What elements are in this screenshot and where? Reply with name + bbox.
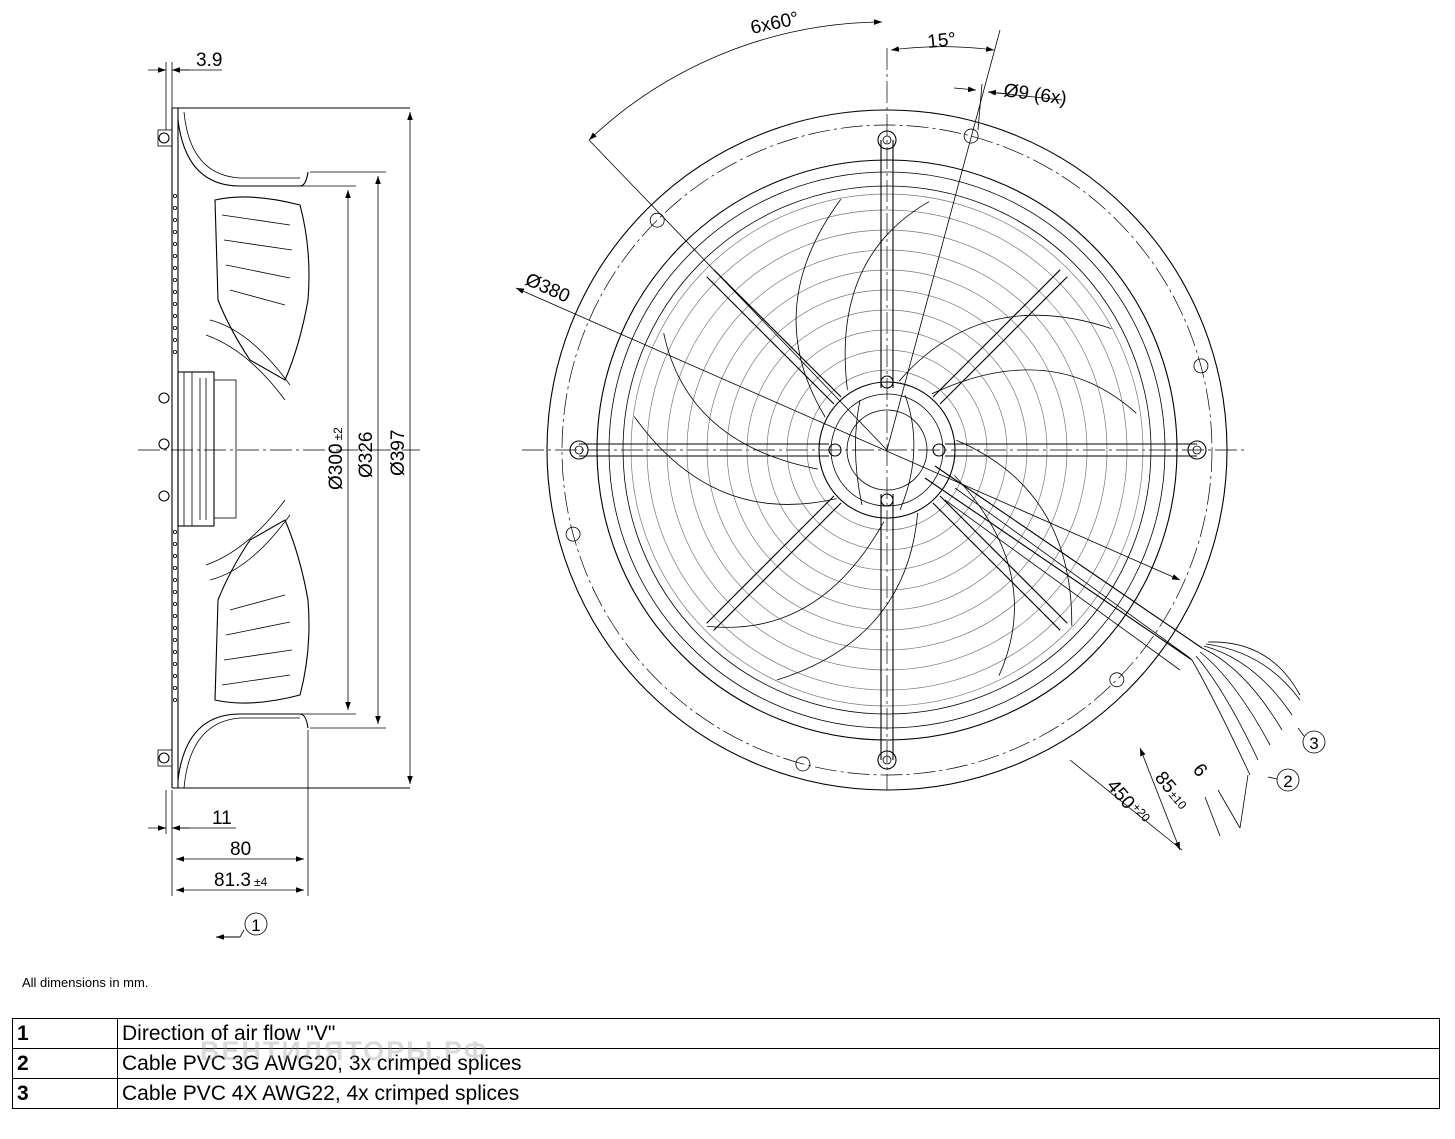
legend-row: 3 Cable PVC 4X AWG22, 4x crimped splices	[12, 1078, 1440, 1109]
dim-arc-15	[890, 46, 995, 52]
inlet-ring-top	[177, 119, 309, 187]
dim-80: 80	[230, 839, 251, 860]
dim-line-d380	[515, 287, 1181, 581]
legend-table: 1 Direction of air flow "V" 2 Cable PVC …	[12, 1018, 1440, 1109]
dim-81-3: 81.3±4	[214, 870, 268, 891]
blade-bottom-ribs	[221, 594, 293, 686]
dim-angle-pitch: 6x60°	[749, 8, 801, 39]
callout-1: 1	[251, 916, 260, 935]
flange-holes	[172, 193, 177, 703]
callout-3-circle	[1302, 730, 1326, 754]
dim-arc-60	[588, 19, 883, 141]
blade-top	[214, 196, 310, 381]
legend-number: 3	[12, 1078, 118, 1109]
dim-d300: Ø300±2	[326, 427, 347, 490]
blade-bottom-edge	[205, 499, 291, 581]
inlet-ring-bottom-inner	[183, 717, 300, 789]
callout-3: 3	[1309, 734, 1318, 753]
blade-bottom	[214, 519, 310, 704]
legend-text: Cable PVC 3G AWG20, 3x crimped splices	[117, 1048, 1440, 1079]
inlet-ring-bottom	[177, 713, 309, 781]
legend-number: 1	[12, 1018, 118, 1049]
blade-top-edge	[205, 319, 291, 401]
motor-housing	[177, 371, 215, 527]
dim-angle-offset: 15°	[926, 29, 957, 53]
inlet-ring-top-inner	[183, 111, 300, 179]
dim-flange-thickness: 3.9	[196, 50, 222, 71]
dim-cable-6: 6	[1188, 760, 1211, 782]
legend-number: 2	[12, 1048, 118, 1079]
units-note: All dimensions in mm.	[22, 975, 149, 990]
blade-top-ribs	[221, 214, 293, 306]
cable-leads	[1191, 641, 1301, 776]
side-view: 3.9 Ø300±2 Ø326 Ø397 11 80 81.3±4 1	[138, 50, 420, 940]
callout-2-circle	[1276, 768, 1300, 792]
motor-rotor	[213, 379, 237, 519]
legend-row: 2 Cable PVC 3G AWG20, 3x crimped splices	[12, 1048, 1440, 1079]
dim-11: 11	[212, 808, 232, 829]
technical-drawing: 3.9 Ø300±2 Ø326 Ø397 11 80 81.3±4 1	[138, 8, 1326, 940]
dim-holes: Ø9 (6x)	[1002, 80, 1068, 110]
impeller-blades	[633, 198, 1137, 681]
dim-d397: Ø397	[388, 430, 409, 476]
mounting-bolts	[157, 129, 173, 767]
dim-d326: Ø326	[356, 432, 377, 478]
legend-row: 1 Direction of air flow "V"	[12, 1018, 1440, 1049]
legend-text: Cable PVC 4X AWG22, 4x crimped splices	[117, 1078, 1440, 1109]
callout-2: 2	[1283, 772, 1292, 791]
front-view: 6x60° 15° Ø9 (6x) Ø380 450+20 85±10 6 2 …	[515, 8, 1326, 851]
motor-fins	[183, 372, 207, 526]
cable-bundle	[924, 465, 1203, 671]
legend-text: Direction of air flow "V"	[117, 1018, 1440, 1049]
callout-1-circle	[244, 912, 268, 936]
dim-cable-450: 450+20	[1102, 775, 1153, 830]
hub-details	[855, 394, 915, 511]
bolt-circle	[561, 124, 1213, 776]
